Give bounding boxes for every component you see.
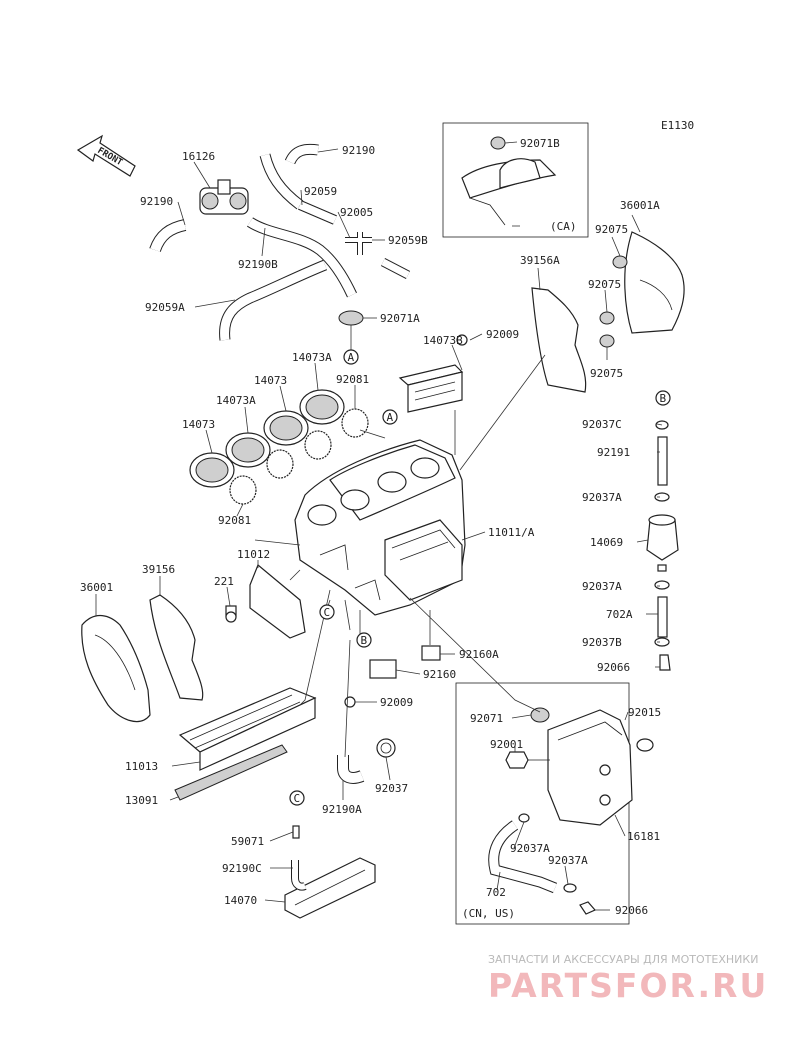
part-label: 14069 (590, 536, 623, 549)
part-label: 92037A (548, 854, 588, 867)
cnus-inset-drawing (488, 707, 654, 915)
block-92160a (421, 645, 441, 661)
top-hose-assembly (149, 143, 411, 341)
part-label: 92037C (582, 418, 622, 431)
watermark: ЗАПЧАСТИ И АКСЕССУАРЫ ДЛЯ МОТОТЕХНИКИ PA… (488, 953, 768, 1005)
part-label: 14073B (423, 334, 463, 347)
svg-text:B: B (660, 392, 667, 405)
callout-c-2: C (289, 790, 305, 806)
part-label: 92005 (340, 206, 373, 219)
part-label: 92037 (375, 782, 408, 795)
callout-b-1: B (655, 390, 671, 406)
part-label: 92066 (597, 661, 630, 674)
inset-cnus-label: (CN, US) (462, 907, 515, 920)
part-label: 39156A (520, 254, 560, 267)
cover-36001a (599, 231, 685, 348)
part-label: 92001 (490, 738, 523, 751)
part-label: 59071 (231, 835, 264, 848)
panel-39156 (149, 594, 204, 701)
part-label: 92075 (590, 367, 623, 380)
part-label: 92059B (388, 234, 428, 247)
part-label: 92071B (520, 137, 560, 150)
part-label: 11013 (125, 760, 158, 773)
watermark-logo: PARTSFOR.RU (488, 966, 768, 1005)
part-label: 92071 (470, 712, 503, 725)
drain-hose-92190a (337, 334, 468, 784)
cover-36001 (81, 615, 151, 723)
part-label: 92037B (582, 636, 622, 649)
part-label: 92037A (582, 580, 622, 593)
callouts: A A B B C C (289, 349, 671, 806)
breather-column (646, 420, 679, 671)
part-label: 92190B (238, 258, 278, 271)
part-label: 92037A (582, 491, 622, 504)
part-label: 13091 (125, 794, 158, 807)
part-label: 36001 (80, 581, 113, 594)
part-label: 92190 (140, 195, 173, 208)
part-label: 36001A (620, 199, 660, 212)
part-label: 14073 (182, 418, 215, 431)
svg-text:A: A (348, 351, 355, 364)
leader-lines (95, 141, 663, 911)
callout-a-1: A (343, 349, 359, 365)
part-label: 92081 (218, 514, 251, 527)
svg-text:C: C (294, 792, 301, 805)
part-label: 39156 (142, 563, 175, 576)
svg-text:A: A (387, 411, 394, 424)
filter-14073b (398, 364, 464, 413)
part-label: 92037A (510, 842, 550, 855)
inset-ca-label: (CA) (550, 220, 577, 233)
part-label: 16181 (627, 830, 660, 843)
part-label: 92075 (595, 223, 628, 236)
plate-11012 (225, 564, 306, 639)
part-label: 92075 (588, 278, 621, 291)
part-label: 702 (486, 886, 506, 899)
part-label: 92009 (486, 328, 519, 341)
part-label: 92015 (628, 706, 661, 719)
part-label: 92081 (336, 373, 369, 386)
part-label: 16126 (182, 150, 215, 163)
part-label: 14073A (216, 394, 256, 407)
part-label: 92160A (459, 648, 499, 661)
part-label: 92160 (423, 668, 456, 681)
part-label: 11012 (237, 548, 270, 561)
callout-a-2: A (382, 409, 398, 425)
part-label: 14073 (254, 374, 287, 387)
ca-inset-drawing (461, 136, 557, 226)
svg-text:C: C (324, 606, 331, 619)
inset-ca-box (442, 122, 589, 238)
part-label: 92059A (145, 301, 185, 314)
part-label: 92190C (222, 862, 262, 875)
part-label: 92071A (380, 312, 420, 325)
svg-text:B: B (361, 634, 368, 647)
air-box-11011 (294, 439, 466, 616)
part-label: 92066 (615, 904, 648, 917)
callout-c-1: C (319, 604, 335, 620)
filter-11013 (174, 687, 317, 801)
part-label: 11011/A (488, 526, 535, 539)
callout-b-2: B (356, 632, 372, 648)
watermark-tagline: ЗАПЧАСТИ И АКСЕССУАРЫ ДЛЯ МОТОТЕХНИКИ (488, 953, 758, 966)
part-label: 92009 (380, 696, 413, 709)
part-label: 14073A (292, 351, 332, 364)
part-labels: 16126 92190 92190 92059 92005 92059B 921… (80, 137, 661, 920)
block-92160 (369, 659, 397, 679)
inset-cnus-box (455, 682, 630, 925)
drain-tray-14070 (284, 825, 376, 919)
funnels (189, 389, 369, 505)
diagram-code: E1130 (661, 119, 694, 132)
part-label: 92190A (322, 803, 362, 816)
panel-39156a (531, 287, 587, 393)
part-label: 92190 (342, 144, 375, 157)
part-label: 92059 (304, 185, 337, 198)
part-label: 14070 (224, 894, 257, 907)
part-label: 92191 (597, 446, 630, 459)
part-label: 221 (214, 575, 234, 588)
front-arrow: FRONT (76, 134, 136, 177)
part-label: 702A (606, 608, 633, 621)
